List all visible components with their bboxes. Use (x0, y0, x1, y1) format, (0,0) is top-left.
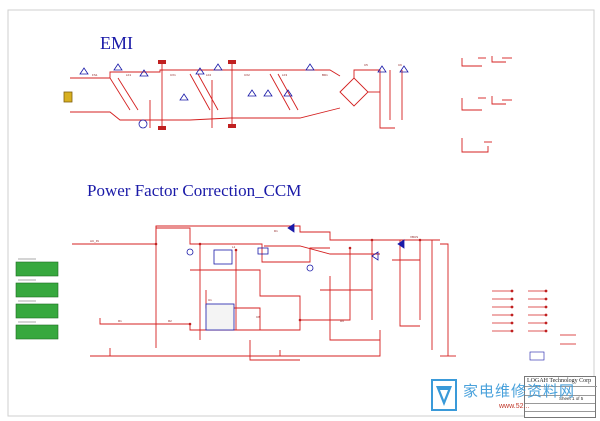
svg-text:R2: R2 (168, 319, 172, 323)
svg-text:R9: R9 (340, 319, 344, 323)
pfc-loop-1 (99, 312, 351, 331)
net-sym-2 (491, 56, 506, 63)
pfc-loop-5 (329, 276, 372, 291)
emi-choke-3a (269, 73, 291, 111)
emi-warn-9 (283, 89, 293, 97)
pfc-ic-u2 (213, 249, 233, 265)
pfc-diode-1 (287, 223, 295, 233)
net-sym-4 (491, 96, 506, 105)
emi-warn-2 (113, 63, 123, 71)
emi-choke-2a (189, 73, 211, 111)
emi-varistor (138, 119, 148, 129)
svg-text:L1: L1 (232, 245, 236, 249)
pfc-inductor-symbol (257, 247, 269, 255)
svg-text:BD1: BD1 (322, 73, 328, 77)
pfc-right-dots (510, 289, 548, 333)
pfc-components (186, 223, 405, 331)
svg-text:C8: C8 (256, 315, 260, 319)
bridge-out-rail (353, 69, 395, 129)
pfc-loop-2 (109, 348, 281, 357)
svg-text:VBUS: VBUS (410, 235, 418, 239)
note-box-4 (15, 324, 59, 340)
watermark-logo-icon (431, 379, 457, 411)
svg-text:CX2: CX2 (244, 73, 250, 77)
emi-line-top (70, 69, 341, 79)
pfc-ic-u1 (205, 303, 235, 331)
emi-cap-top-1 (158, 60, 166, 64)
pfc-res-sym (306, 264, 314, 272)
title-block-sheet: Sheet 1 of 5 (559, 396, 584, 401)
svg-text:FS1: FS1 (92, 73, 98, 77)
pfc-loop-8 (399, 240, 420, 327)
svg-text:LF3: LF3 (282, 73, 288, 77)
svg-text:AC_IN: AC_IN (90, 239, 99, 243)
pfc-output-rail (290, 225, 440, 241)
pfc-mosfet (371, 251, 379, 261)
emi-warn-5 (195, 67, 205, 75)
note-box-2 (15, 282, 59, 298)
emi-components (63, 60, 409, 130)
emi-cap-top-2 (228, 60, 236, 64)
emi-warn-1 (79, 67, 89, 75)
svg-text:C6: C6 (398, 63, 402, 67)
emi-choke-1a (109, 77, 131, 111)
note-box-1 (15, 261, 59, 277)
emi-line-bottom (70, 107, 341, 121)
emi-choke-2b (197, 73, 219, 111)
emi-warn-3 (139, 69, 149, 77)
pfc-circuit (72, 225, 456, 361)
svg-text:C5: C5 (364, 63, 368, 67)
pfc-diode-2 (397, 239, 405, 249)
svg-text:LF1: LF1 (126, 73, 132, 77)
pfc-gnd-rail (90, 330, 381, 357)
bridge-rectifier (339, 77, 369, 107)
emi-right-symbols (461, 56, 512, 153)
pfc-loop-9 (320, 289, 380, 341)
pfc-out-leg (440, 243, 449, 350)
small-box (529, 351, 545, 361)
emi-choke-1b (117, 77, 139, 111)
emi-warn-8 (263, 89, 273, 97)
net-sym-1 (461, 58, 482, 67)
emi-cap-bot-1 (158, 126, 166, 130)
svg-text:U1: U1 (208, 298, 212, 302)
svg-text:R1: R1 (118, 319, 122, 323)
emi-warn-11 (377, 65, 387, 73)
pfc-junctions (154, 238, 422, 326)
net-sym-5 (461, 138, 489, 153)
emi-warn-6 (213, 63, 223, 71)
pfc-labels: AC_IN L1 D1 VBUS U1 R1 R2 C8 R9 (90, 229, 418, 323)
emi-warn-12 (399, 65, 409, 73)
emi-cap-bot-2 (228, 124, 236, 128)
watermark-text: 家电维修资料网 (463, 382, 576, 400)
emi-warn-10 (305, 63, 315, 71)
svg-text:D1: D1 (274, 229, 278, 233)
sheet-border (7, 9, 595, 417)
emi-labels: FS1 LF1 CX1 LF2 CX2 LF3 BD1 C5 C6 (92, 63, 402, 77)
pfc-loop-7 (249, 340, 300, 361)
title-block: LOGAH Technology Corp Sheet 1 of 5 (524, 376, 597, 418)
net-sym-3 (461, 98, 482, 111)
emi-section-title: EMI (100, 33, 133, 53)
pfc-section-title: Power Factor Correction_CCM (87, 181, 302, 200)
emi-circuit (70, 62, 403, 130)
svg-text:CX1: CX1 (170, 73, 176, 77)
pfc-right-connectors (492, 290, 576, 345)
pfc-cap-sym (186, 248, 194, 256)
pfc-inductor (238, 243, 330, 263)
watermark-url: www.52... (499, 403, 530, 410)
svg-text:LF2: LF2 (206, 73, 212, 77)
pfc-note-boxes (15, 258, 59, 340)
title-block-company: LOGAH Technology Corp (525, 377, 597, 387)
pfc-loop-3 (190, 269, 301, 320)
ac-connector (63, 91, 73, 103)
emi-warn-4 (179, 93, 189, 101)
emi-warn-7 (247, 89, 257, 97)
note-box-3 (15, 303, 59, 319)
pfc-sense-1 (264, 245, 380, 255)
emi-choke-3b (277, 73, 299, 111)
